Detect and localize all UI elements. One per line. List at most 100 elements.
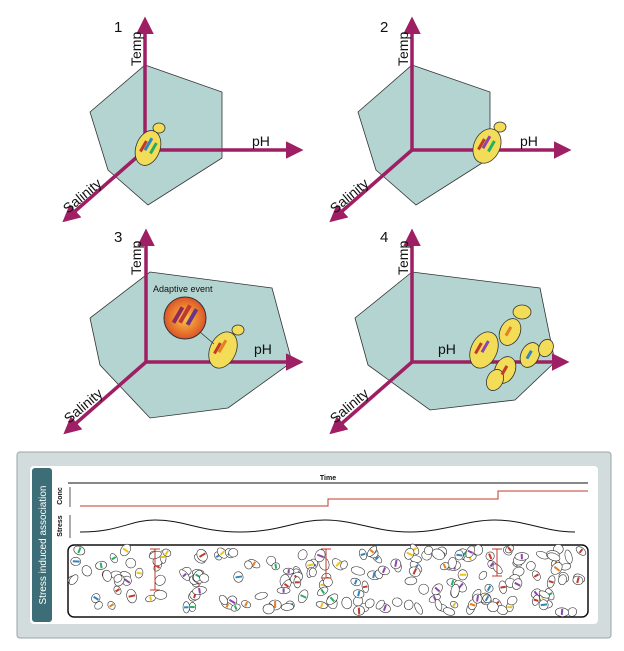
population-cell (558, 574, 567, 586)
population-cell (472, 593, 483, 604)
side-label: Stress induced association (38, 486, 49, 605)
population-cell (216, 547, 228, 559)
population-cell (254, 592, 268, 600)
side-tab (32, 468, 52, 622)
population-cell (526, 561, 536, 571)
population-cell (532, 594, 540, 606)
yeast-cell (472, 121, 507, 164)
population-cell (162, 548, 172, 557)
population-cell (478, 570, 488, 580)
population-cell (121, 575, 132, 586)
adaptive-event-callout (163, 296, 207, 340)
population-cell (353, 589, 365, 599)
population-cell (233, 571, 244, 583)
panel-2: 2 Temp pH Salinity (327, 16, 572, 223)
population-cell (482, 594, 492, 603)
population-cell (228, 548, 239, 558)
population-cell (443, 607, 455, 616)
stress-marker (321, 548, 331, 579)
stress-marker (150, 548, 160, 591)
population-cell (484, 584, 494, 593)
salinity-axis (62, 148, 147, 223)
population-cell (366, 545, 378, 557)
panel-number: 2 (380, 19, 388, 36)
population-cell (403, 599, 414, 611)
ph-label: pH (438, 341, 456, 357)
population-cell (317, 586, 329, 597)
population-cell (280, 603, 294, 611)
population-cell (532, 570, 541, 581)
population-cell (572, 575, 584, 585)
population-cell (457, 569, 468, 581)
conc-step-line (80, 490, 588, 507)
population-cell (192, 586, 207, 595)
population-cell (440, 562, 450, 571)
population-cell (314, 549, 326, 563)
population-cell (465, 545, 475, 559)
ph-label: pH (254, 341, 272, 357)
population-cell (350, 577, 361, 587)
cell-population (67, 543, 587, 617)
panel-1: 1 Temp pH Salinity (60, 16, 304, 223)
population-cell (364, 598, 375, 609)
population-cell (94, 601, 103, 610)
population-cell (153, 589, 168, 600)
population-cell (326, 593, 339, 605)
salinity-axis (329, 360, 414, 435)
stress-marker (492, 548, 502, 577)
ph-label: pH (252, 133, 270, 149)
population-cell (431, 548, 445, 560)
panel-number: 3 (114, 229, 122, 246)
population-cell (91, 593, 101, 603)
stress-association-panel: Stress induced association Time Conc Str… (16, 451, 612, 639)
population-cell (297, 589, 309, 604)
population-cell (113, 574, 123, 583)
niche-plane (89, 271, 293, 419)
population-cell (546, 552, 561, 562)
population-cell (550, 562, 563, 575)
population-cell (404, 547, 415, 560)
population-cell (109, 553, 118, 564)
population-cell (538, 599, 549, 611)
population-cell (538, 590, 550, 599)
temp-label: Temp (128, 241, 144, 275)
population-cell (434, 599, 443, 611)
panel-number: 1 (114, 19, 122, 36)
population-cell (450, 600, 459, 609)
temp-label: Temp (395, 241, 411, 275)
population-cell (512, 578, 523, 590)
population-cell (68, 574, 79, 585)
salinity-label: Salinity (60, 175, 105, 216)
population-cell (454, 549, 464, 561)
salinity-axis (329, 148, 414, 223)
population-cell (188, 602, 197, 613)
population-cell (182, 601, 190, 614)
callout-connector (199, 331, 215, 345)
salinity-label: Salinity (327, 175, 372, 216)
conc-label: Conc (57, 487, 64, 505)
population-cell (431, 583, 443, 596)
population-cell (308, 567, 317, 578)
population-cell (126, 588, 137, 604)
population-cell (546, 575, 556, 589)
population-cell (199, 573, 210, 583)
population-cell (498, 580, 508, 594)
population-cell (450, 583, 460, 598)
population-cell (81, 565, 92, 577)
niche-plane (357, 64, 491, 206)
population-cell (390, 558, 402, 570)
population-cell (241, 600, 252, 609)
population-cell (315, 601, 328, 609)
population-cell (219, 594, 228, 606)
population-cell (567, 607, 578, 617)
population-cell (350, 566, 366, 576)
salinity-label: Salinity (61, 385, 106, 426)
population-cell (262, 603, 275, 615)
temp-label: Temp (395, 32, 411, 66)
population-cell (230, 603, 241, 612)
population-cell (73, 545, 86, 556)
population-cell (293, 576, 302, 589)
salinity-axis (63, 360, 148, 435)
population-cell (418, 583, 429, 595)
